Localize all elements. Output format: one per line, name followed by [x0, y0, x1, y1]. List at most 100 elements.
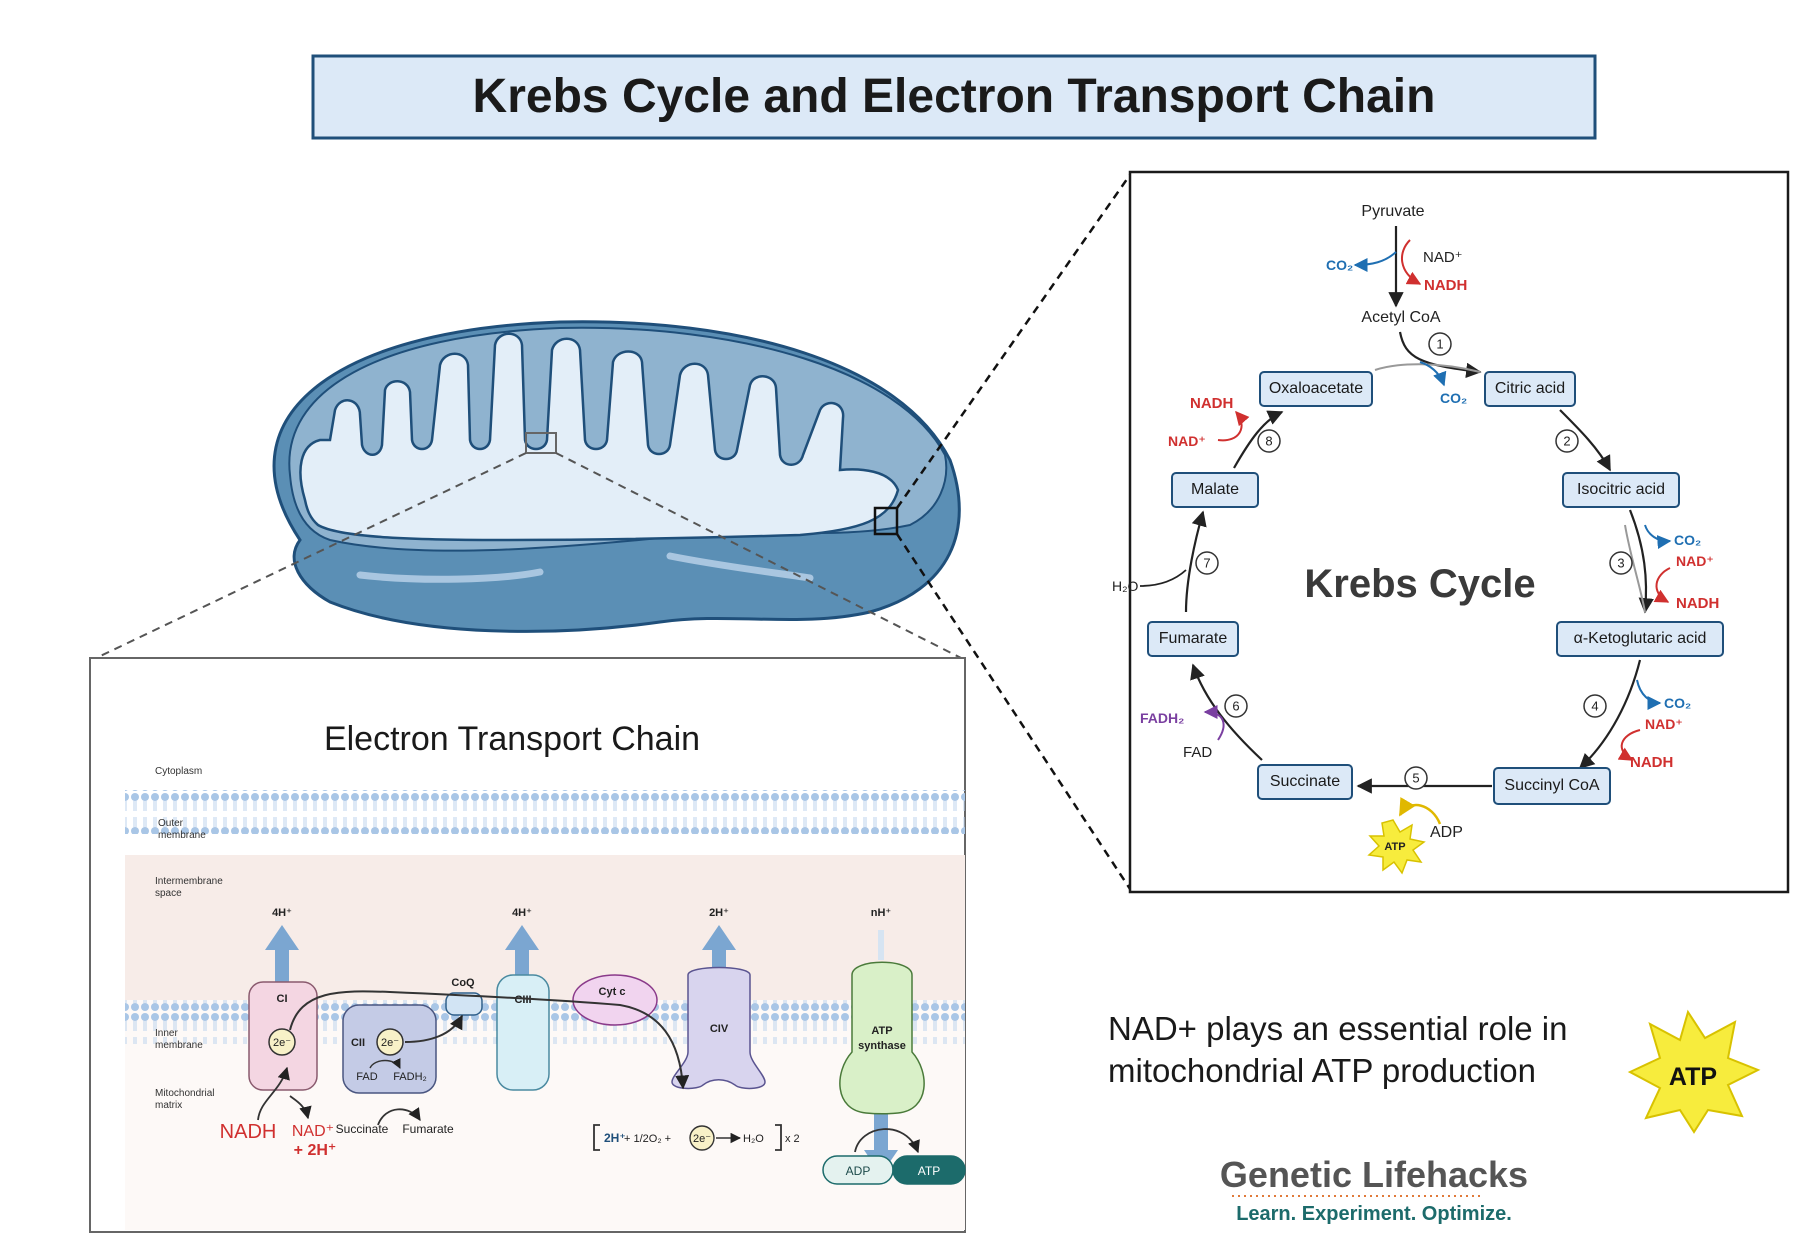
- step5-adp: ADP: [1430, 824, 1463, 841]
- step4-nad-plus: NAD⁺: [1645, 716, 1683, 732]
- node-isocitric-acid-label: Isocitric acid: [1577, 481, 1665, 498]
- region-matrix-1: Mitochondrial: [155, 1088, 214, 1099]
- step3-nad-plus: NAD⁺: [1676, 553, 1714, 569]
- cii-to-coq-arrow: [404, 1014, 463, 1043]
- cytochrome-c[interactable]: Cyt c: [572, 974, 658, 1026]
- step7-h2o: H₂O: [1112, 578, 1139, 594]
- pyruvate-nad-plus: NAD⁺: [1423, 249, 1463, 266]
- step-7-badge: 7: [1195, 551, 1219, 575]
- complex-iv[interactable]: CIV: [671, 966, 766, 1090]
- equation-2h: 2H⁺: [604, 1131, 626, 1145]
- etc-panel: Electron Transport Chain Cytoplasm Outer…: [89, 657, 966, 1233]
- complex-ii-fad: FAD: [356, 1071, 377, 1083]
- node-malate-label: Malate: [1191, 481, 1239, 498]
- step7-h2o-arrow: [1139, 569, 1187, 587]
- ci-to-nad-arrow: [289, 1095, 312, 1120]
- node-succinyl-coa-label: Succinyl CoA: [1504, 777, 1599, 794]
- acetyl-coa-label: Acetyl CoA: [1361, 309, 1440, 326]
- step-5-badge: 5: [1404, 766, 1428, 790]
- etc-plus-2h: + 2H⁺: [294, 1142, 337, 1159]
- step-3-number: 3: [1617, 555, 1624, 570]
- mitochondrion-illustration: [272, 320, 961, 633]
- equation-times: x 2: [785, 1133, 800, 1145]
- complex-ii[interactable]: CII 2e⁻ FAD FADH₂: [342, 1004, 437, 1094]
- step-4-badge: 4: [1583, 694, 1607, 718]
- node-fumarate-label: Fumarate: [1159, 630, 1228, 647]
- region-outer-1: Outer: [158, 818, 184, 829]
- etc-atp-pill: ATP: [892, 1155, 966, 1185]
- step8-arrow: [1233, 410, 1284, 469]
- atp-synthase-label-2: synthase: [858, 1040, 906, 1052]
- pyruvate-nadh: NADH: [1424, 277, 1467, 294]
- step8-nad-arrow: [1217, 410, 1250, 442]
- step5-adp-arrow: [1398, 796, 1442, 825]
- node-succinyl-coa[interactable]: Succinyl CoA: [1493, 767, 1611, 805]
- step6-fad-arrow: [1203, 705, 1225, 741]
- step-5-number: 5: [1412, 770, 1419, 785]
- step5-atp: ATP: [1384, 841, 1405, 853]
- step3-arrow: [1628, 509, 1654, 614]
- region-inner-1: Inner: [155, 1028, 178, 1039]
- nad-note-line-1: NAD+ plays an essential role in: [1108, 1010, 1568, 1047]
- proton-ciii: 4H⁺: [512, 907, 532, 919]
- step3-co2-arrow: [1644, 524, 1672, 550]
- region-outer-2: membrane: [158, 830, 206, 841]
- step-8-badge: 8: [1257, 429, 1281, 453]
- step4-nadh: NADH: [1630, 754, 1673, 771]
- step6-fadh2: FADH₂: [1140, 710, 1184, 726]
- complex-i[interactable]: CI 2e⁻: [248, 981, 318, 1091]
- complex-iii-label: CIII: [514, 994, 531, 1006]
- adp-to-atp-arrow: [854, 1128, 920, 1154]
- region-cytoplasm: Cytoplasm: [155, 766, 202, 777]
- step3-nad-arrow: [1653, 567, 1671, 603]
- electron-path: [289, 990, 690, 1090]
- etc-fumarate: Fumarate: [402, 1122, 454, 1136]
- note-atp-burst: ATP: [1627, 1009, 1761, 1134]
- node-alpha-ketoglutaric-acid[interactable]: α-Ketoglutaric acid: [1556, 621, 1724, 657]
- note-atp: ATP: [1669, 1063, 1717, 1091]
- node-oxaloacetate-label: Oxaloacetate: [1269, 380, 1363, 397]
- step-7-number: 7: [1203, 555, 1210, 570]
- node-succinate[interactable]: Succinate: [1257, 764, 1353, 800]
- equation-h2o: H₂O: [743, 1133, 764, 1145]
- node-fumarate[interactable]: Fumarate: [1147, 621, 1239, 657]
- step-2-badge: 2: [1555, 429, 1579, 453]
- outer-membrane: [125, 790, 965, 834]
- nad-note: NAD+ plays an essential role in mitochon…: [1108, 1010, 1568, 1089]
- step1-co2-arrow: [1419, 361, 1447, 387]
- equation-electron: 2e⁻: [693, 1133, 711, 1145]
- node-isocitric-acid[interactable]: Isocitric acid: [1562, 472, 1680, 508]
- step8-nad-plus: NAD⁺: [1168, 433, 1206, 449]
- node-oxaloacetate[interactable]: Oxaloacetate: [1259, 371, 1373, 407]
- etc-title: Electron Transport Chain: [324, 720, 700, 758]
- step4-nad-arrow: [1617, 729, 1641, 761]
- step6-fad: FAD: [1183, 744, 1212, 761]
- etc-nad-plus: NAD⁺: [292, 1123, 334, 1140]
- step3-nadh: NADH: [1676, 595, 1719, 612]
- etc-adp-pill: ADP: [822, 1155, 894, 1185]
- oxygen-equation: 2H⁺ + 1/2O₂ + 2e⁻ H₂O x 2: [593, 1124, 800, 1151]
- pyruvate-co2: CO₂: [1326, 257, 1353, 273]
- coq-label: CoQ: [451, 977, 475, 989]
- node-malate[interactable]: Malate: [1171, 472, 1259, 508]
- nad-note-line-2: mitochondrial ATP production: [1108, 1052, 1536, 1089]
- coenzyme-q[interactable]: CoQ: [445, 977, 483, 1016]
- step4-co2: CO₂: [1664, 695, 1691, 711]
- step4-arrow: [1578, 659, 1642, 770]
- pyruvate-label: Pyruvate: [1361, 203, 1424, 220]
- proton-civ: 2H⁺: [709, 907, 729, 919]
- complex-iv-label: CIV: [710, 1023, 729, 1035]
- step-4-number: 4: [1591, 698, 1598, 713]
- step-1-number: 1: [1436, 336, 1443, 351]
- step-8-number: 8: [1265, 433, 1272, 448]
- complex-ii-electron: 2e⁻: [381, 1037, 399, 1049]
- step1-co2: CO₂: [1440, 390, 1467, 406]
- atp-synthase[interactable]: ATP synthase: [839, 961, 925, 1115]
- etc-succinate: Succinate: [336, 1122, 389, 1136]
- etc-adp: ADP: [846, 1164, 871, 1178]
- region-ims-2: space: [155, 888, 182, 899]
- pyruvate-co2-arrow: [1353, 251, 1397, 272]
- complex-iii[interactable]: CIII: [496, 974, 550, 1091]
- etc-nadh: NADH: [220, 1121, 277, 1143]
- node-citric-acid[interactable]: Citric acid: [1484, 371, 1576, 407]
